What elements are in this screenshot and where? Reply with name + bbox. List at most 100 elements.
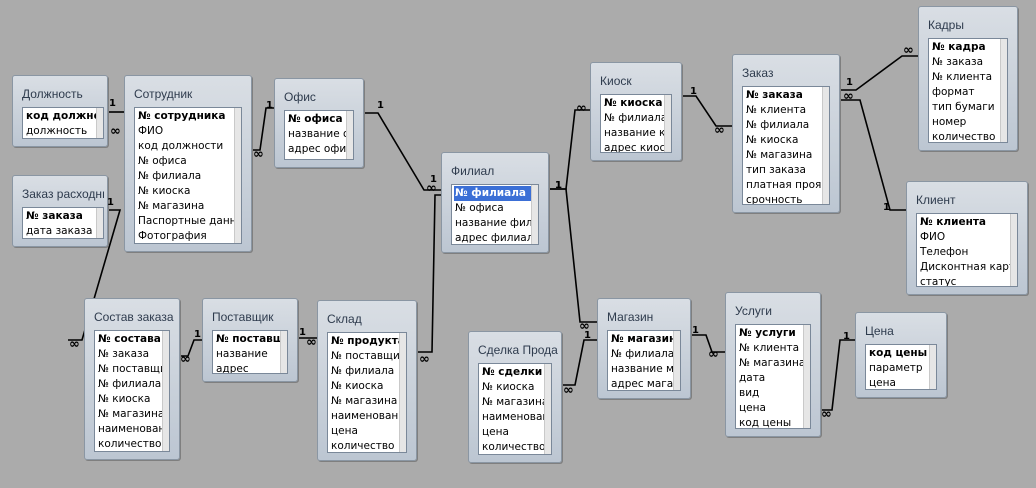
field-item[interactable]: цена — [739, 402, 766, 414]
field-list-scrollbar[interactable] — [96, 208, 103, 238]
field-item[interactable]: адрес — [216, 363, 249, 374]
field-list-scrollbar[interactable] — [1000, 39, 1007, 142]
table-title[interactable]: Заказ — [742, 66, 774, 80]
field-list[interactable]: код должностидолжность — [22, 107, 104, 139]
primary-key-field[interactable]: № кадра — [932, 41, 986, 53]
field-item[interactable]: Дисконтная карта — [920, 261, 1018, 273]
field-list-scrollbar[interactable] — [803, 325, 810, 428]
table-title[interactable]: Офис — [284, 90, 316, 104]
field-list-scrollbar[interactable] — [234, 108, 241, 243]
field-item[interactable]: статус — [920, 276, 957, 287]
primary-key-field[interactable]: № поставщика — [216, 333, 287, 345]
relationship-line-magazin-uslugi[interactable] — [691, 334, 725, 353]
primary-key-field[interactable]: № состава заказа — [98, 333, 169, 345]
table-title[interactable]: Состав заказа — [94, 310, 174, 324]
field-item[interactable]: № заказа — [932, 56, 984, 68]
relationship-line-klient-zakaz[interactable] — [840, 99, 906, 211]
field-item[interactable]: цена — [869, 377, 896, 389]
field-item[interactable]: название — [216, 348, 268, 360]
field-item[interactable]: количество — [482, 441, 546, 453]
primary-key-field[interactable]: № офиса — [288, 113, 343, 125]
field-item[interactable]: № филиала — [746, 119, 810, 131]
primary-key-field[interactable]: № продукта — [331, 335, 405, 347]
table-title[interactable]: Должность — [22, 87, 83, 101]
relationship-line-zakaz-rashod-sostav-zakaza[interactable] — [68, 209, 122, 341]
field-item[interactable]: тип бумаги — [932, 101, 995, 113]
relationship-line-postavshik-sostav-zakaza[interactable] — [180, 339, 202, 357]
field-item[interactable]: № киоска — [138, 185, 191, 197]
field-list-scrollbar[interactable] — [929, 345, 936, 389]
field-item[interactable]: адрес магазина — [611, 378, 680, 390]
primary-key-field[interactable]: № услуги — [739, 327, 796, 339]
field-item[interactable]: наименование — [482, 411, 551, 423]
field-item[interactable]: № магазина — [482, 396, 549, 408]
table-title[interactable]: Склад — [327, 312, 362, 326]
primary-key-field[interactable]: № заказа — [746, 89, 803, 101]
field-item[interactable]: дата заказа — [26, 225, 93, 237]
field-list[interactable]: № заказа дата заказа — [22, 207, 104, 239]
field-item[interactable]: цена — [482, 426, 509, 438]
field-item[interactable]: № киоска — [482, 381, 535, 393]
relationship-line-magazin-sdelka[interactable] — [562, 339, 597, 386]
field-list-scrollbar[interactable] — [346, 111, 353, 159]
field-list-scrollbar[interactable] — [96, 108, 103, 138]
primary-key-field[interactable]: № магазина — [611, 333, 681, 345]
field-item[interactable]: код должности — [138, 140, 224, 152]
field-item[interactable]: № магазина — [739, 357, 806, 369]
field-item[interactable]: адрес киоска — [604, 142, 672, 153]
field-item[interactable]: № клиента — [739, 342, 800, 354]
field-list-scrollbar[interactable] — [280, 331, 287, 373]
table-title[interactable]: Заказ расходных материалов — [22, 187, 104, 201]
field-item[interactable]: № клиента — [932, 71, 993, 83]
field-item[interactable]: № поставщика — [98, 363, 169, 375]
field-item[interactable]: срочность — [746, 194, 803, 205]
relationship-line-kiosk-zakaz[interactable] — [682, 95, 732, 127]
field-item[interactable]: адрес филиала — [455, 232, 539, 244]
table-title[interactable]: Магазин — [607, 310, 654, 324]
table-title[interactable]: Филиал — [451, 164, 495, 178]
field-item[interactable]: № киоска — [746, 134, 799, 146]
field-item[interactable]: название филиала — [455, 217, 538, 229]
field-item[interactable]: № заказа — [98, 348, 150, 360]
primary-key-field[interactable]: № клиента — [920, 216, 987, 228]
field-item[interactable]: № филиала — [611, 348, 675, 360]
primary-key-field[interactable]: № филиала — [454, 186, 538, 201]
table-title[interactable]: Клиент — [916, 193, 956, 207]
field-item[interactable]: платная проявка — [746, 179, 829, 191]
field-item[interactable]: количество — [932, 131, 996, 143]
table-title[interactable]: Цена — [865, 324, 894, 338]
table-title[interactable]: Киоск — [600, 74, 632, 88]
field-item[interactable]: номер — [932, 116, 967, 128]
field-item[interactable]: формат — [932, 86, 975, 98]
field-item[interactable]: № магазина — [98, 408, 165, 420]
field-item[interactable]: наименование — [331, 410, 407, 422]
field-item[interactable]: № офиса — [138, 155, 187, 167]
field-item[interactable]: тип заказа — [746, 164, 806, 176]
field-item[interactable]: Телефон — [920, 246, 969, 258]
field-item[interactable]: вид — [739, 387, 760, 399]
field-item[interactable]: № филиала — [331, 365, 395, 377]
field-list-scrollbar[interactable] — [1010, 214, 1017, 286]
table-sostav-zakaza[interactable]: Состав заказа № состава заказа № заказа № п… — [84, 298, 180, 460]
field-list-scrollbar[interactable] — [664, 95, 671, 152]
field-list[interactable]: № поставщика название адрес — [212, 330, 288, 374]
field-list-scrollbar[interactable] — [822, 87, 829, 204]
field-item[interactable]: код цены — [739, 417, 792, 429]
primary-key-field[interactable]: № заказа — [26, 210, 83, 222]
